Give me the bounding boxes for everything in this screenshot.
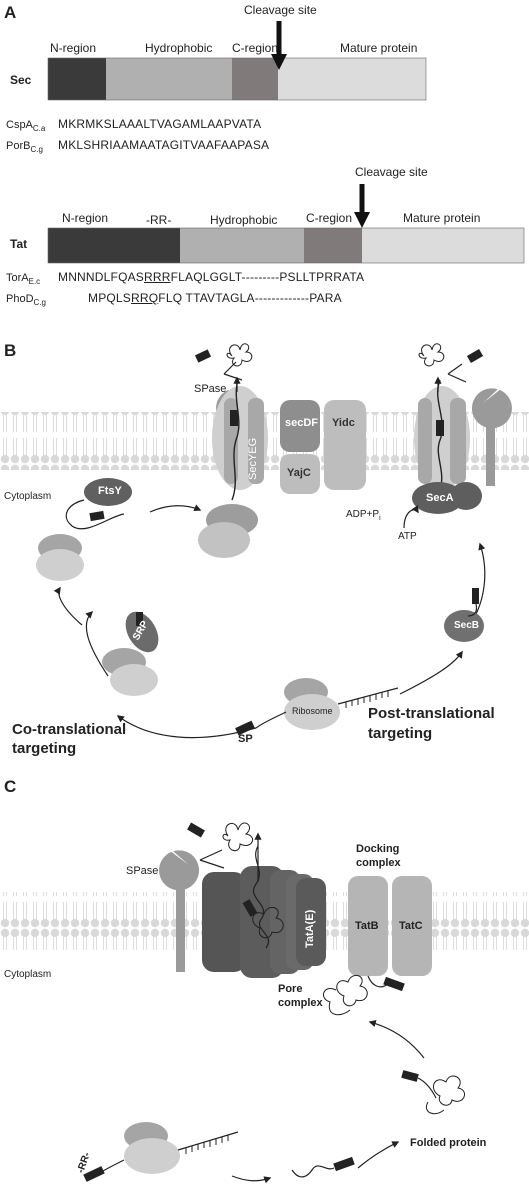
tata-label: TatA(E) xyxy=(304,909,316,948)
post-translational-line1: Post-translational xyxy=(368,705,495,722)
seq-name-porb: PorBC.g xyxy=(6,140,43,155)
srp-protein xyxy=(125,611,159,653)
secb-label: SecB xyxy=(454,620,480,631)
spase-c-label: SPase xyxy=(126,865,159,877)
secyeg-label: SecYEG xyxy=(247,437,259,480)
sec-n-region-label: N-region xyxy=(50,41,97,55)
secb-protein xyxy=(444,610,484,642)
seca-label: SecA xyxy=(426,492,454,504)
ribosome-c xyxy=(124,1138,180,1174)
ftsy-protein xyxy=(84,478,132,506)
pore-line1: Pore xyxy=(278,983,303,995)
tat-rr-label: -RR- xyxy=(146,213,172,227)
spase-c xyxy=(159,850,200,972)
sec-cleavage-label: Cleavage site xyxy=(244,3,317,17)
seca-channel xyxy=(414,386,470,490)
seq-name-tora: TorAE.c xyxy=(6,272,41,287)
seq-cspa: MKRMKSLAAALTVAGAMLAAPVATA xyxy=(58,117,262,131)
sec-mature-label: Mature protein xyxy=(340,41,418,55)
yidc-label: Yidc xyxy=(332,417,355,429)
spase-b-right xyxy=(471,388,512,486)
ftsy-label: FtsY xyxy=(98,485,122,497)
seq-porb: MKLSHRIAAMAATAGITVAAFAAPASA xyxy=(58,138,270,152)
tat-c-region-label: C-region xyxy=(306,211,353,225)
sec-row-label: Sec xyxy=(10,73,32,87)
sec-bar xyxy=(47,57,427,101)
secdf-protein xyxy=(280,400,320,452)
tatb-protein xyxy=(348,876,388,976)
post-translational-line2: targeting xyxy=(368,725,433,742)
seq-phod: MPQLSRRQFLQ TTAVTAGLA-------------PARA xyxy=(88,291,342,305)
tatc-label: TatC xyxy=(399,920,423,932)
sec-c-region-label: C-region xyxy=(232,41,279,55)
sp-label: SP xyxy=(238,733,253,745)
spase-b-label: SPase xyxy=(194,383,227,395)
tata-pore-complex xyxy=(202,866,326,978)
seq-tora: MNNNDLFQASRRRFLAQLGGLT---------PSLLTPRRA… xyxy=(58,270,365,284)
seca-motor xyxy=(412,482,482,514)
yidc-protein xyxy=(324,400,366,490)
tatc-protein xyxy=(392,876,432,976)
ribosome-b xyxy=(284,694,340,730)
yajc-label: YajC xyxy=(287,467,311,479)
cytoplasm-c-label: Cytoplasm xyxy=(4,969,52,980)
docking-line2: complex xyxy=(356,857,401,869)
sec-hydrophobic-label: Hydrophobic xyxy=(145,41,213,55)
tat-cleavage-label: Cleavage site xyxy=(355,165,428,179)
yajc-protein xyxy=(280,454,320,494)
co-translational-line1: Co-translational xyxy=(12,721,127,738)
panel-a-letter: A xyxy=(4,3,17,22)
tat-mature-label: Mature protein xyxy=(403,211,481,225)
co-translational-line2: targeting xyxy=(12,740,77,757)
atp-label: ATP xyxy=(398,531,417,542)
seq-name-phod: PhoDC.g xyxy=(6,293,46,308)
tat-n-region-label: N-region xyxy=(62,211,109,225)
tat-row-label: Tat xyxy=(10,237,28,251)
panel-c-letter: C xyxy=(4,777,17,796)
folded-protein-label: Folded protein xyxy=(410,1137,487,1149)
secdf-label: secDF xyxy=(285,417,319,429)
docking-line1: Docking xyxy=(356,843,400,855)
panel-b-letter: B xyxy=(4,341,17,360)
tat-hydrophobic-label: Hydrophobic xyxy=(210,213,278,227)
pore-line2: complex xyxy=(278,997,323,1009)
secyeg-channel xyxy=(212,386,268,490)
seq-name-cspa: CspAC.a xyxy=(6,119,46,134)
tat-bar xyxy=(47,227,525,264)
cytoplasm-b-label: Cytoplasm xyxy=(4,491,52,502)
tatb-label: TatB xyxy=(355,920,379,932)
ribosome-b-label: Ribosome xyxy=(292,706,333,716)
adp-label: ADP+Pi xyxy=(346,509,381,523)
